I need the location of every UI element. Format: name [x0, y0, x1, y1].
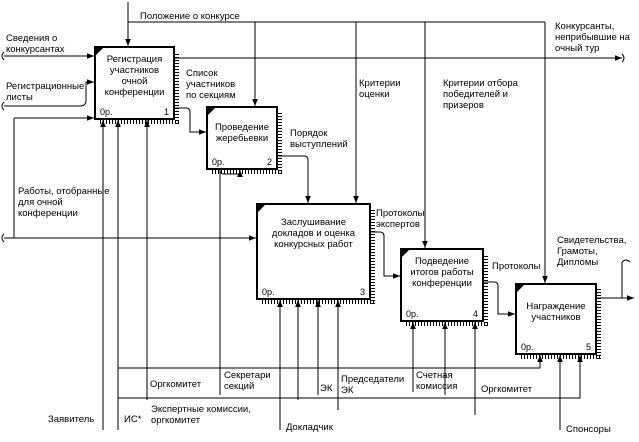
activity-box-3[interactable]: Заслушивание докладов и оценка конкурсны… — [256, 203, 375, 304]
label-poryadok: Порядок выступлений — [290, 128, 348, 150]
arrow-poryadok — [278, 155, 311, 203]
box-title: Регистрация участников очной конференции — [104, 54, 165, 98]
box-title: Проведение жеребьевки — [214, 122, 270, 144]
activity-box-4[interactable]: Подведение итогов работы конференции 0р.… — [400, 248, 488, 326]
label-kriterii-otbora: Критерии отбора победителей и призеров — [443, 78, 518, 111]
box-corner-icon — [258, 205, 265, 212]
box-number: 2 — [266, 157, 272, 167]
box-title: Заслушивание докладов и оценка конкурсны… — [271, 217, 356, 250]
box-cost: 0р. — [521, 342, 534, 352]
label-protokoly-exp: Протоколы экспертов — [376, 208, 425, 230]
arrow-registr — [4, 79, 94, 107]
label-ek: ЭК — [320, 383, 333, 394]
box-cost: 0р. — [406, 309, 419, 319]
box-corner-icon — [517, 285, 524, 292]
box-corner-icon — [96, 48, 103, 55]
box-cost: 0р. — [212, 157, 225, 167]
label-orgkomitet-1: Оргкомитет — [150, 379, 202, 390]
activity-box-1[interactable]: Регистрация участников очной конференции… — [94, 46, 179, 124]
label-orgkomitet-2: Оргкомитет — [481, 384, 533, 395]
label-konkursanty: Конкурсанты, неприбывшие на очный тур — [555, 21, 630, 54]
label-dokladchik: Докладчик — [286, 422, 333, 433]
label-sekretari: Секретари секций — [224, 370, 271, 392]
arrow-is-line — [118, 355, 583, 399]
label-sponsory: Спонсоры — [566, 424, 611, 435]
label-svedeniya: Сведения о конкурсантах — [6, 33, 65, 55]
box-title: Подведение итогов работы конференции — [410, 256, 474, 289]
box-cost: 0р. — [262, 287, 275, 297]
activity-box-5[interactable]: Награждение участников 0р. 5 — [515, 283, 601, 359]
arrow-protokoly-exp — [371, 231, 400, 279]
label-polozhenie: Положение о конкурсе — [140, 11, 240, 22]
arrow-spisok — [175, 107, 206, 135]
label-registr: Регистрационные листы — [6, 81, 85, 103]
label-predsedateli: Председатели ЭК — [341, 374, 405, 396]
box-corner-icon — [208, 108, 215, 115]
box-number: 1 — [163, 107, 169, 117]
label-expertnye: Экспертные комиссии, оргкомитет — [151, 404, 251, 426]
activity-box-2[interactable]: Проведение жеребьевки 0р. 2 — [206, 106, 282, 174]
arrow-protokoly — [484, 281, 515, 317]
label-schetnaya: Счетная комиссия — [416, 370, 458, 392]
box-corner-icon — [402, 250, 409, 257]
box-cost: 0р. — [100, 107, 113, 117]
box-number: 4 — [472, 309, 478, 319]
box-number: 5 — [585, 342, 591, 352]
label-spisok: Список участников по секциям — [186, 68, 236, 101]
label-zayavitel: Заявитель — [48, 414, 95, 425]
label-svidetelstva: Свидетельства, Грамоты, Дипломы — [557, 235, 627, 268]
label-is: ИС* — [124, 414, 142, 425]
label-protokoly: Протоколы — [492, 261, 541, 272]
label-kriterii-ocenki: Критерии оценки — [359, 78, 401, 100]
box-number: 3 — [359, 287, 365, 297]
label-raboty: Работы, отобранные для очной конференции — [18, 186, 110, 219]
box-title: Награждение участников — [526, 301, 586, 323]
